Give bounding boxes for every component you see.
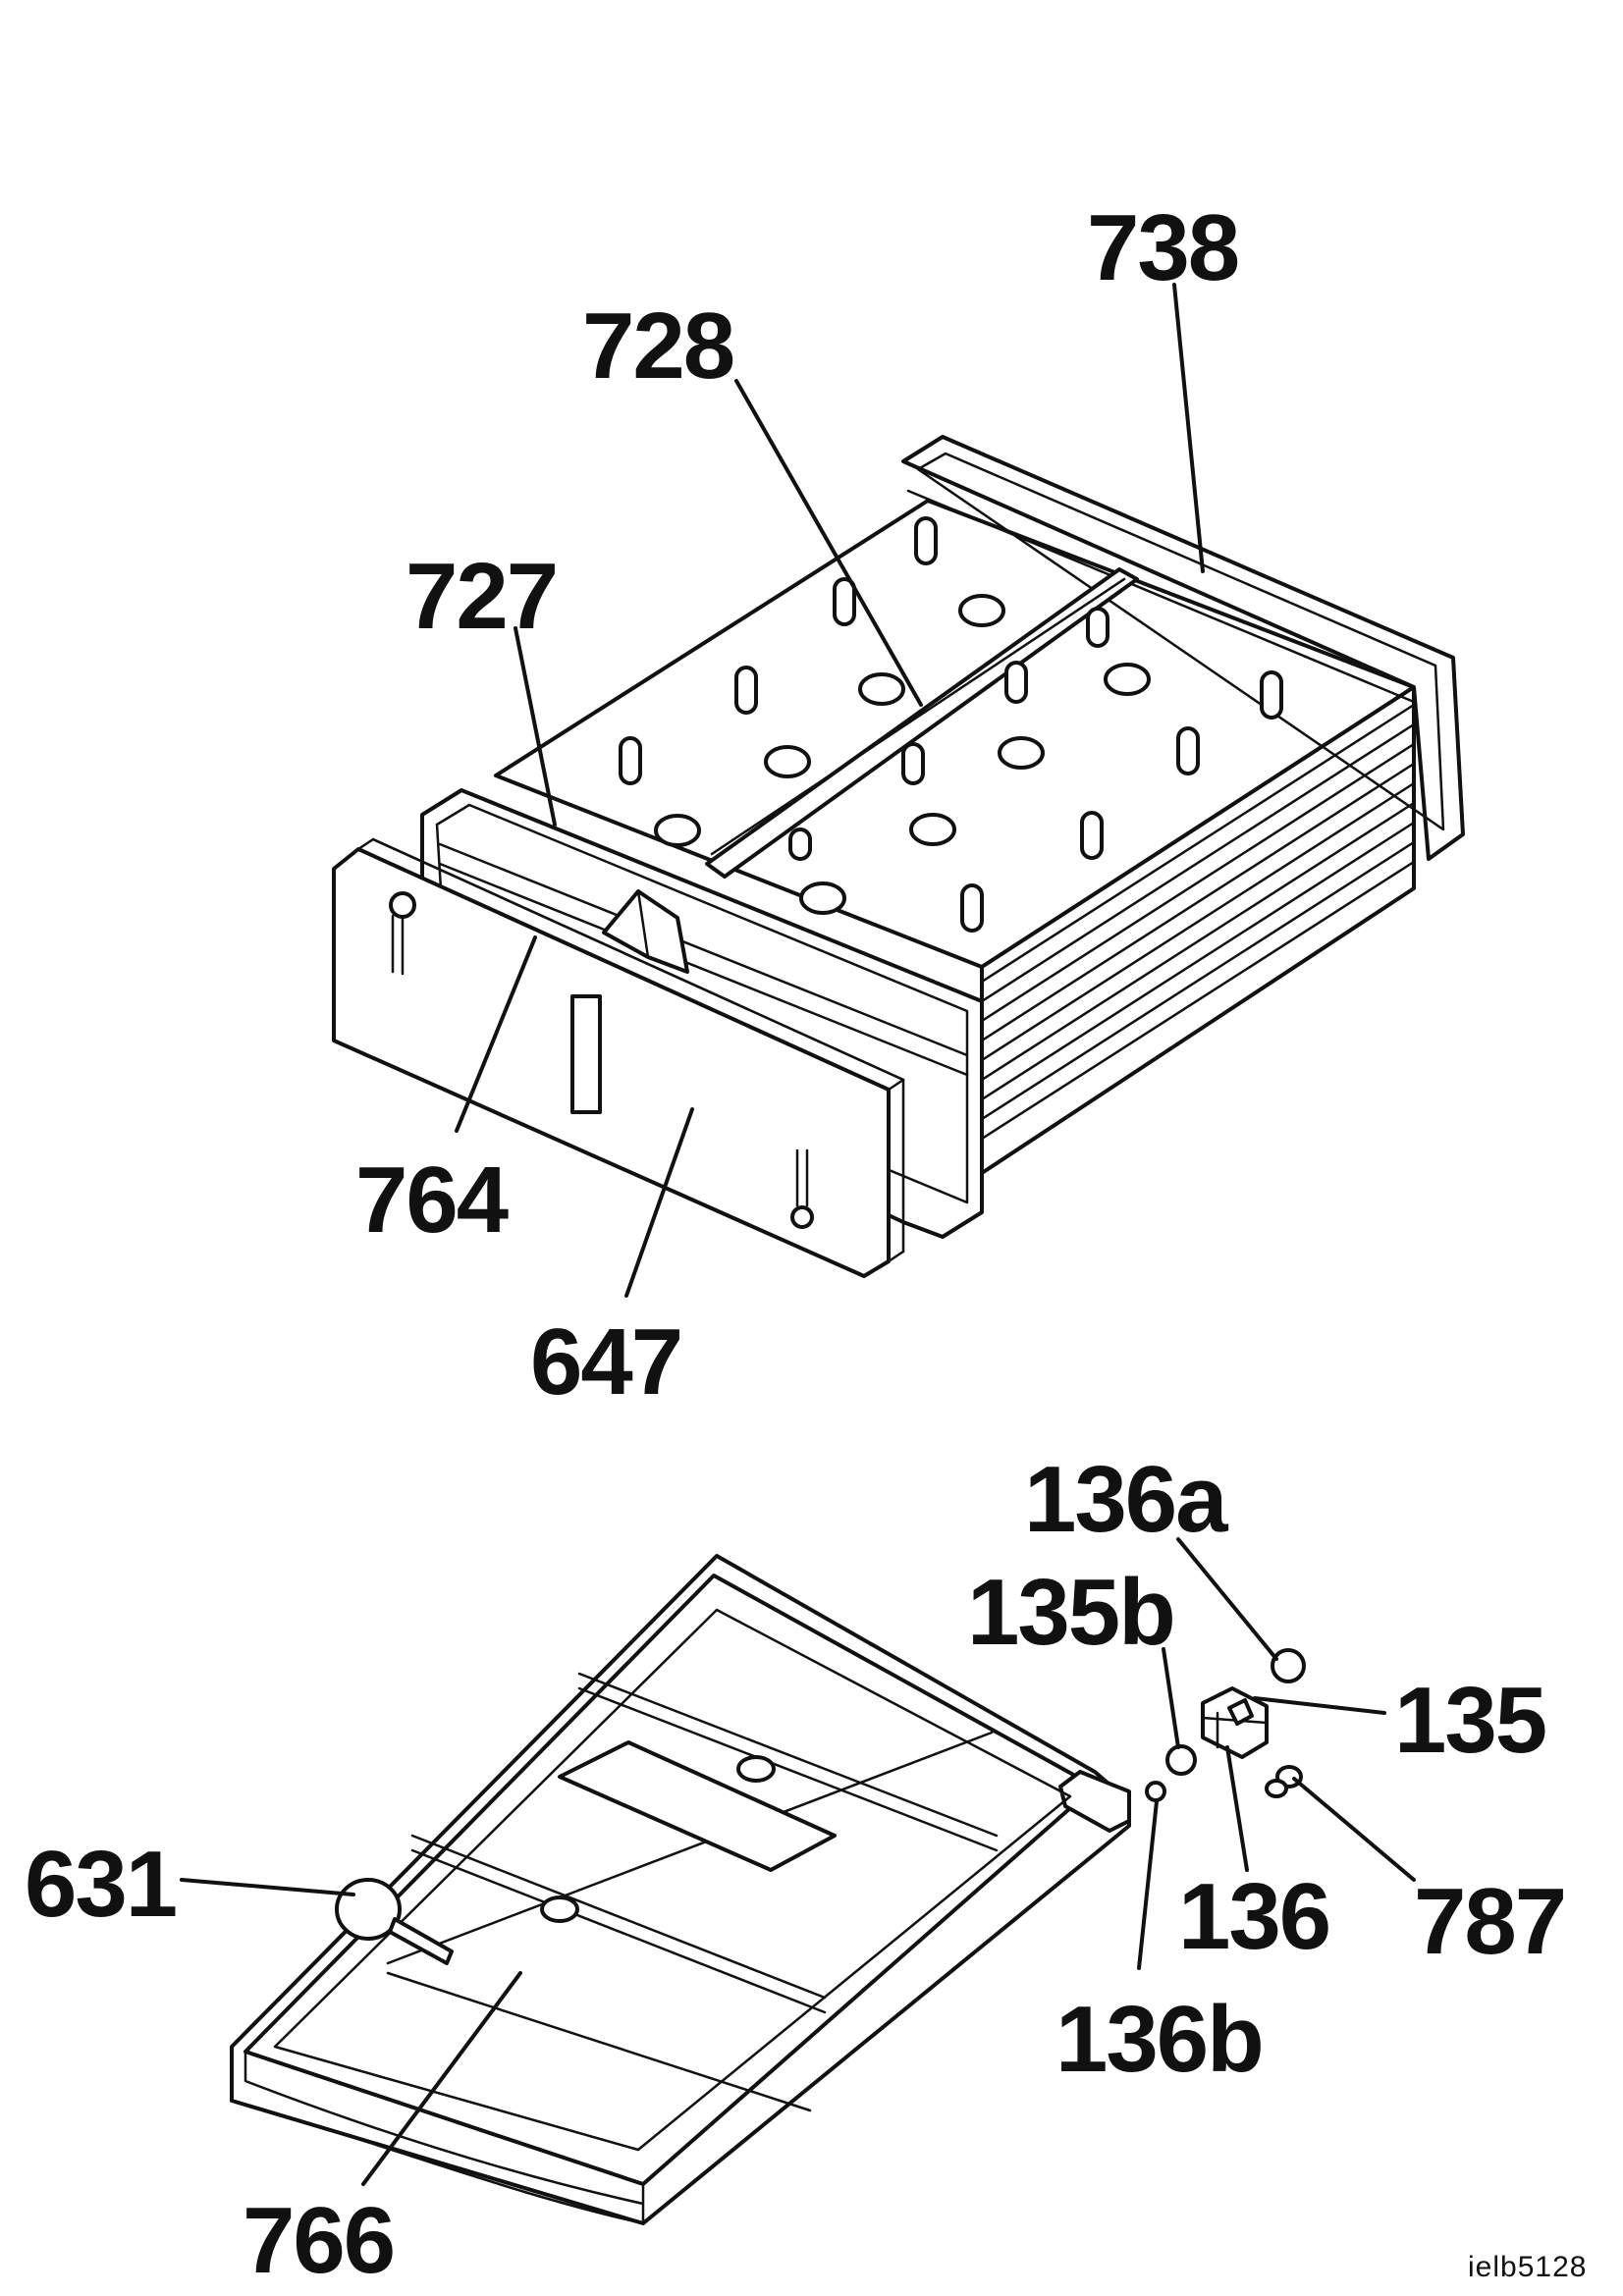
reference-code: ielb5128 xyxy=(1468,2251,1588,2283)
label-738: 738 xyxy=(1087,195,1240,300)
inner-partition xyxy=(602,889,689,974)
divider-rail xyxy=(705,567,1139,879)
ball-136b xyxy=(1145,1781,1166,1802)
label-135b: 135b xyxy=(967,1560,1176,1665)
tray-holes xyxy=(619,516,1283,933)
side-slats xyxy=(980,703,1416,1141)
label-631: 631 xyxy=(25,1832,178,1937)
label-787: 787 xyxy=(1414,1869,1567,1974)
label-136b: 136b xyxy=(1055,1987,1265,2092)
label-728: 728 xyxy=(582,294,735,399)
top-module-assembly xyxy=(332,435,1465,1278)
label-647: 647 xyxy=(530,1309,683,1415)
base-window xyxy=(558,1740,837,1872)
label-764: 764 xyxy=(355,1148,509,1253)
label-727: 727 xyxy=(406,544,559,649)
ball-136a xyxy=(1271,1648,1306,1683)
label-136a: 136a xyxy=(1024,1447,1228,1552)
label-136: 136 xyxy=(1178,1864,1331,1969)
small-parts xyxy=(1145,1648,1306,1802)
ball-135b xyxy=(1165,1744,1197,1776)
leader-lines xyxy=(180,283,1416,2186)
rear-frame xyxy=(901,435,1465,861)
base-inner-panel xyxy=(273,1608,1072,2152)
label-135: 135 xyxy=(1394,1668,1547,1773)
label-766: 766 xyxy=(243,2188,396,2293)
